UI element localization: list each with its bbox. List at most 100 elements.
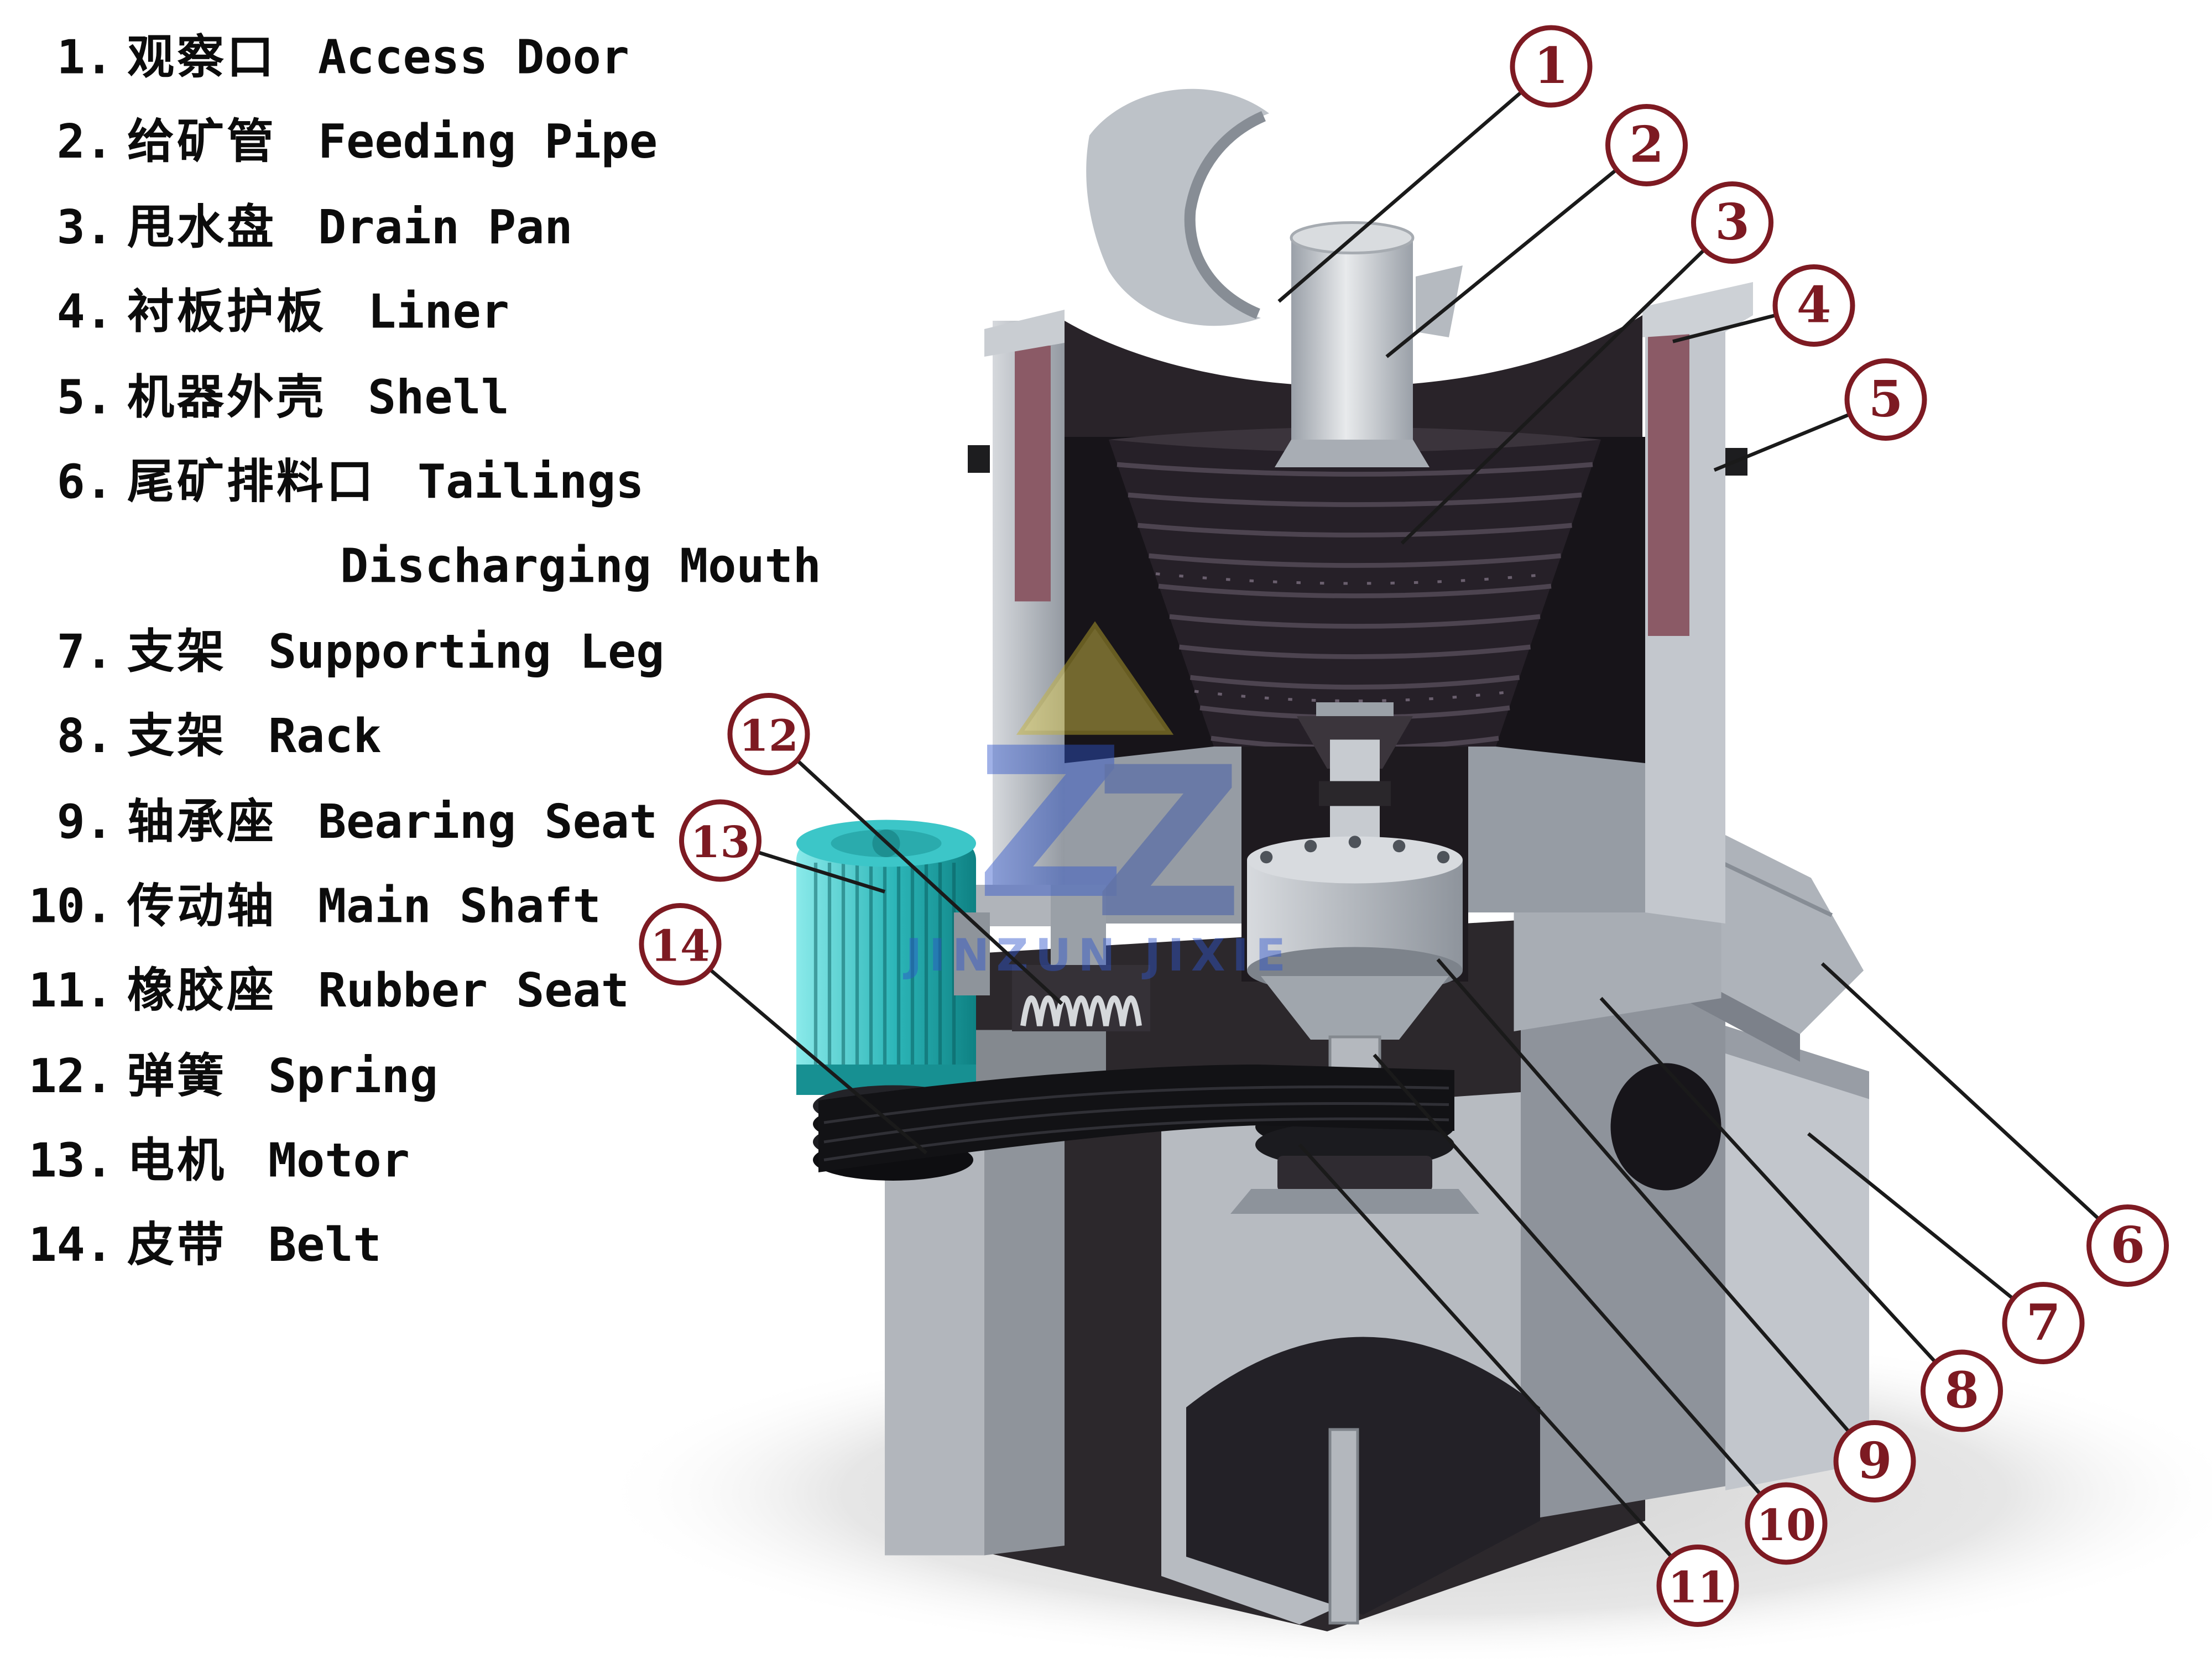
callout-circle-7 <box>2002 1282 2085 1364</box>
callout-circle-5 <box>1844 358 1927 441</box>
legend-en: Access Door <box>318 30 629 86</box>
legend-en: Main Shaft <box>318 879 601 935</box>
legend-cn: 支架 <box>127 624 227 680</box>
legend-en: Discharging Mouth <box>340 539 821 595</box>
leader-line-8 <box>1599 997 1963 1392</box>
left-leg <box>885 1136 984 1556</box>
legend-cn: 传动轴 <box>127 879 276 935</box>
leader-line-6 <box>1820 962 2129 1247</box>
callout-number-10: 10 <box>1756 1500 1816 1551</box>
legend-item-access-door: 1.观察口 Access Door <box>22 17 990 101</box>
callout-circle-2 <box>1605 104 1688 186</box>
legend-en: Supporting Leg <box>268 624 665 680</box>
callout-circle-6 <box>2086 1204 2169 1287</box>
callout-number-13: 13 <box>691 817 750 868</box>
legend-cn: 橡胶座 <box>127 964 276 1020</box>
callout-circle-12 <box>727 693 810 775</box>
legend-cn: 电机 <box>127 1134 227 1190</box>
legend-num: 14. <box>28 1218 113 1274</box>
legend-cn: 皮带 <box>127 1218 227 1274</box>
legend-num: 3. <box>56 200 113 255</box>
legend-en: Belt <box>268 1218 382 1274</box>
callout-number-11: 11 <box>1668 1563 1728 1613</box>
legend-cn: 机器外壳 <box>127 369 326 425</box>
shell-bolt-left <box>968 445 990 473</box>
base-frame <box>885 912 1869 1631</box>
callout-4-liner: 4 <box>1672 264 1855 347</box>
legend-en: Shell <box>368 369 509 425</box>
legend-item-motor: 13.电机 Motor <box>22 1120 990 1204</box>
watermark-text: JINZUN JIXIE <box>903 930 1293 981</box>
callout-number-7: 7 <box>2026 1293 2061 1352</box>
callout-1-access-door: 1 <box>1277 25 1593 303</box>
legend-num: 1. <box>56 30 113 86</box>
legend-cn: 支架 <box>127 709 227 765</box>
callout-circle-14 <box>639 903 722 985</box>
belt <box>818 1065 1454 1172</box>
cavity-floor-left <box>1065 747 1241 924</box>
shell-rim-right <box>1642 282 1753 337</box>
callout-number-14: 14 <box>650 921 710 972</box>
base-hole <box>1610 1063 1721 1191</box>
legend-item-belt: 14.皮带 Belt <box>22 1205 990 1290</box>
legend-en: Bearing Seat <box>318 794 658 850</box>
callout-circle-9 <box>1833 1420 1916 1503</box>
legend-cn: 弹簧 <box>127 1048 227 1104</box>
legend-cn: 给矿管 <box>127 115 276 171</box>
watermark-triangle <box>1016 621 1174 735</box>
access-door <box>1086 88 1463 337</box>
callout-circle-8 <box>1921 1349 2003 1432</box>
cavity-floor-right <box>1468 747 1645 912</box>
legend-num: 8. <box>56 709 113 765</box>
callout-circle-1 <box>1510 25 1593 108</box>
legend-en: Tailings <box>418 455 644 510</box>
center-assembly <box>1230 702 1479 1214</box>
legend-num: 10. <box>28 879 113 935</box>
callout-number-8: 8 <box>1944 1361 1979 1420</box>
legend-cn: 观察口 <box>127 30 276 86</box>
legend-num: 12. <box>28 1048 113 1104</box>
leader-line-12 <box>767 733 1063 1005</box>
shell-rim-left <box>984 310 1065 357</box>
legend-en: Rack <box>268 709 382 765</box>
legend-item-main-shaft: 10.传动轴 Main Shaft <box>22 865 990 950</box>
callout-7-supporting-leg: 7 <box>1807 1132 2085 1364</box>
callout-11-rubber-seat: 11 <box>1298 1143 1739 1627</box>
legend-item-continuation: Discharging Mouth <box>22 526 990 611</box>
watermark-logo: Z Z JINZUN JIXIE <box>903 621 1293 981</box>
spring <box>1012 965 1150 1031</box>
callout-9-bearing-seat: 9 <box>1436 958 1916 1503</box>
base-arch <box>1186 1337 1540 1615</box>
legend-en: Motor <box>268 1134 410 1190</box>
legend-en: Feeding Pipe <box>318 115 658 171</box>
callout-number-6: 6 <box>2110 1216 2145 1275</box>
callout-number-2: 2 <box>1629 116 1664 174</box>
legend-cn: 轴承座 <box>127 794 276 850</box>
legend-item-rack: 8.支架 Rack <box>22 696 990 780</box>
callout-circle-4 <box>1772 264 1855 347</box>
liner-strip-right <box>1648 332 1689 636</box>
legend-num: 13. <box>28 1134 113 1190</box>
support-strut <box>1328 1428 1359 1625</box>
svg-text:Z: Z <box>975 704 1126 945</box>
legend-cn: 尾矿排料口 <box>127 455 376 510</box>
shell-bowl <box>1065 315 1642 442</box>
legend-en: Rubber Seat <box>318 964 629 1020</box>
leader-line-1 <box>1277 65 1553 303</box>
callout-number-1: 1 <box>1534 36 1569 95</box>
callout-3-drain-pan: 3 <box>1400 181 1773 545</box>
legend-cn: 衬板护板 <box>127 285 326 341</box>
leader-line-7 <box>1807 1132 2045 1325</box>
callout-13-motor: 13 <box>679 799 885 894</box>
callout-number-5: 5 <box>1869 370 1903 429</box>
rubber-seat <box>1277 1156 1432 1192</box>
